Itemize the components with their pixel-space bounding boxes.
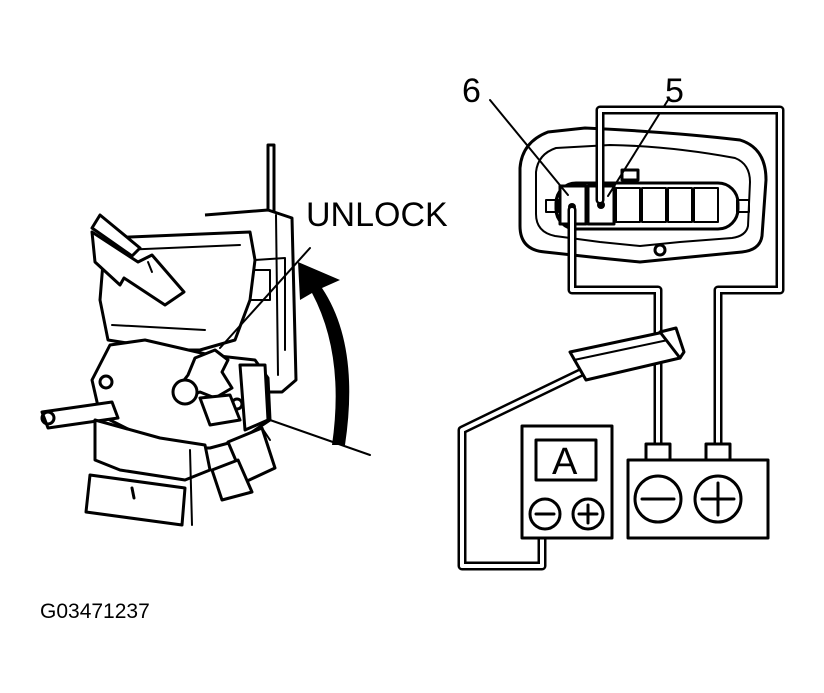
- pin-6-leader: [489, 99, 569, 196]
- unlock-label: UNLOCK: [306, 196, 448, 234]
- ammeter: A: [520, 424, 614, 540]
- connector: [518, 126, 768, 264]
- pin-6-label: 6: [462, 72, 481, 110]
- pin-5-leader: [607, 99, 669, 197]
- ammeter-label: A: [552, 441, 578, 483]
- battery: [626, 442, 770, 540]
- figure-code: G03471237: [40, 600, 150, 623]
- door-lock-actuator: [40, 143, 371, 527]
- unlock-arrow: [298, 262, 350, 445]
- wires: [457, 105, 785, 571]
- probe-clip: [568, 326, 686, 382]
- pin-5-label: 5: [665, 72, 684, 110]
